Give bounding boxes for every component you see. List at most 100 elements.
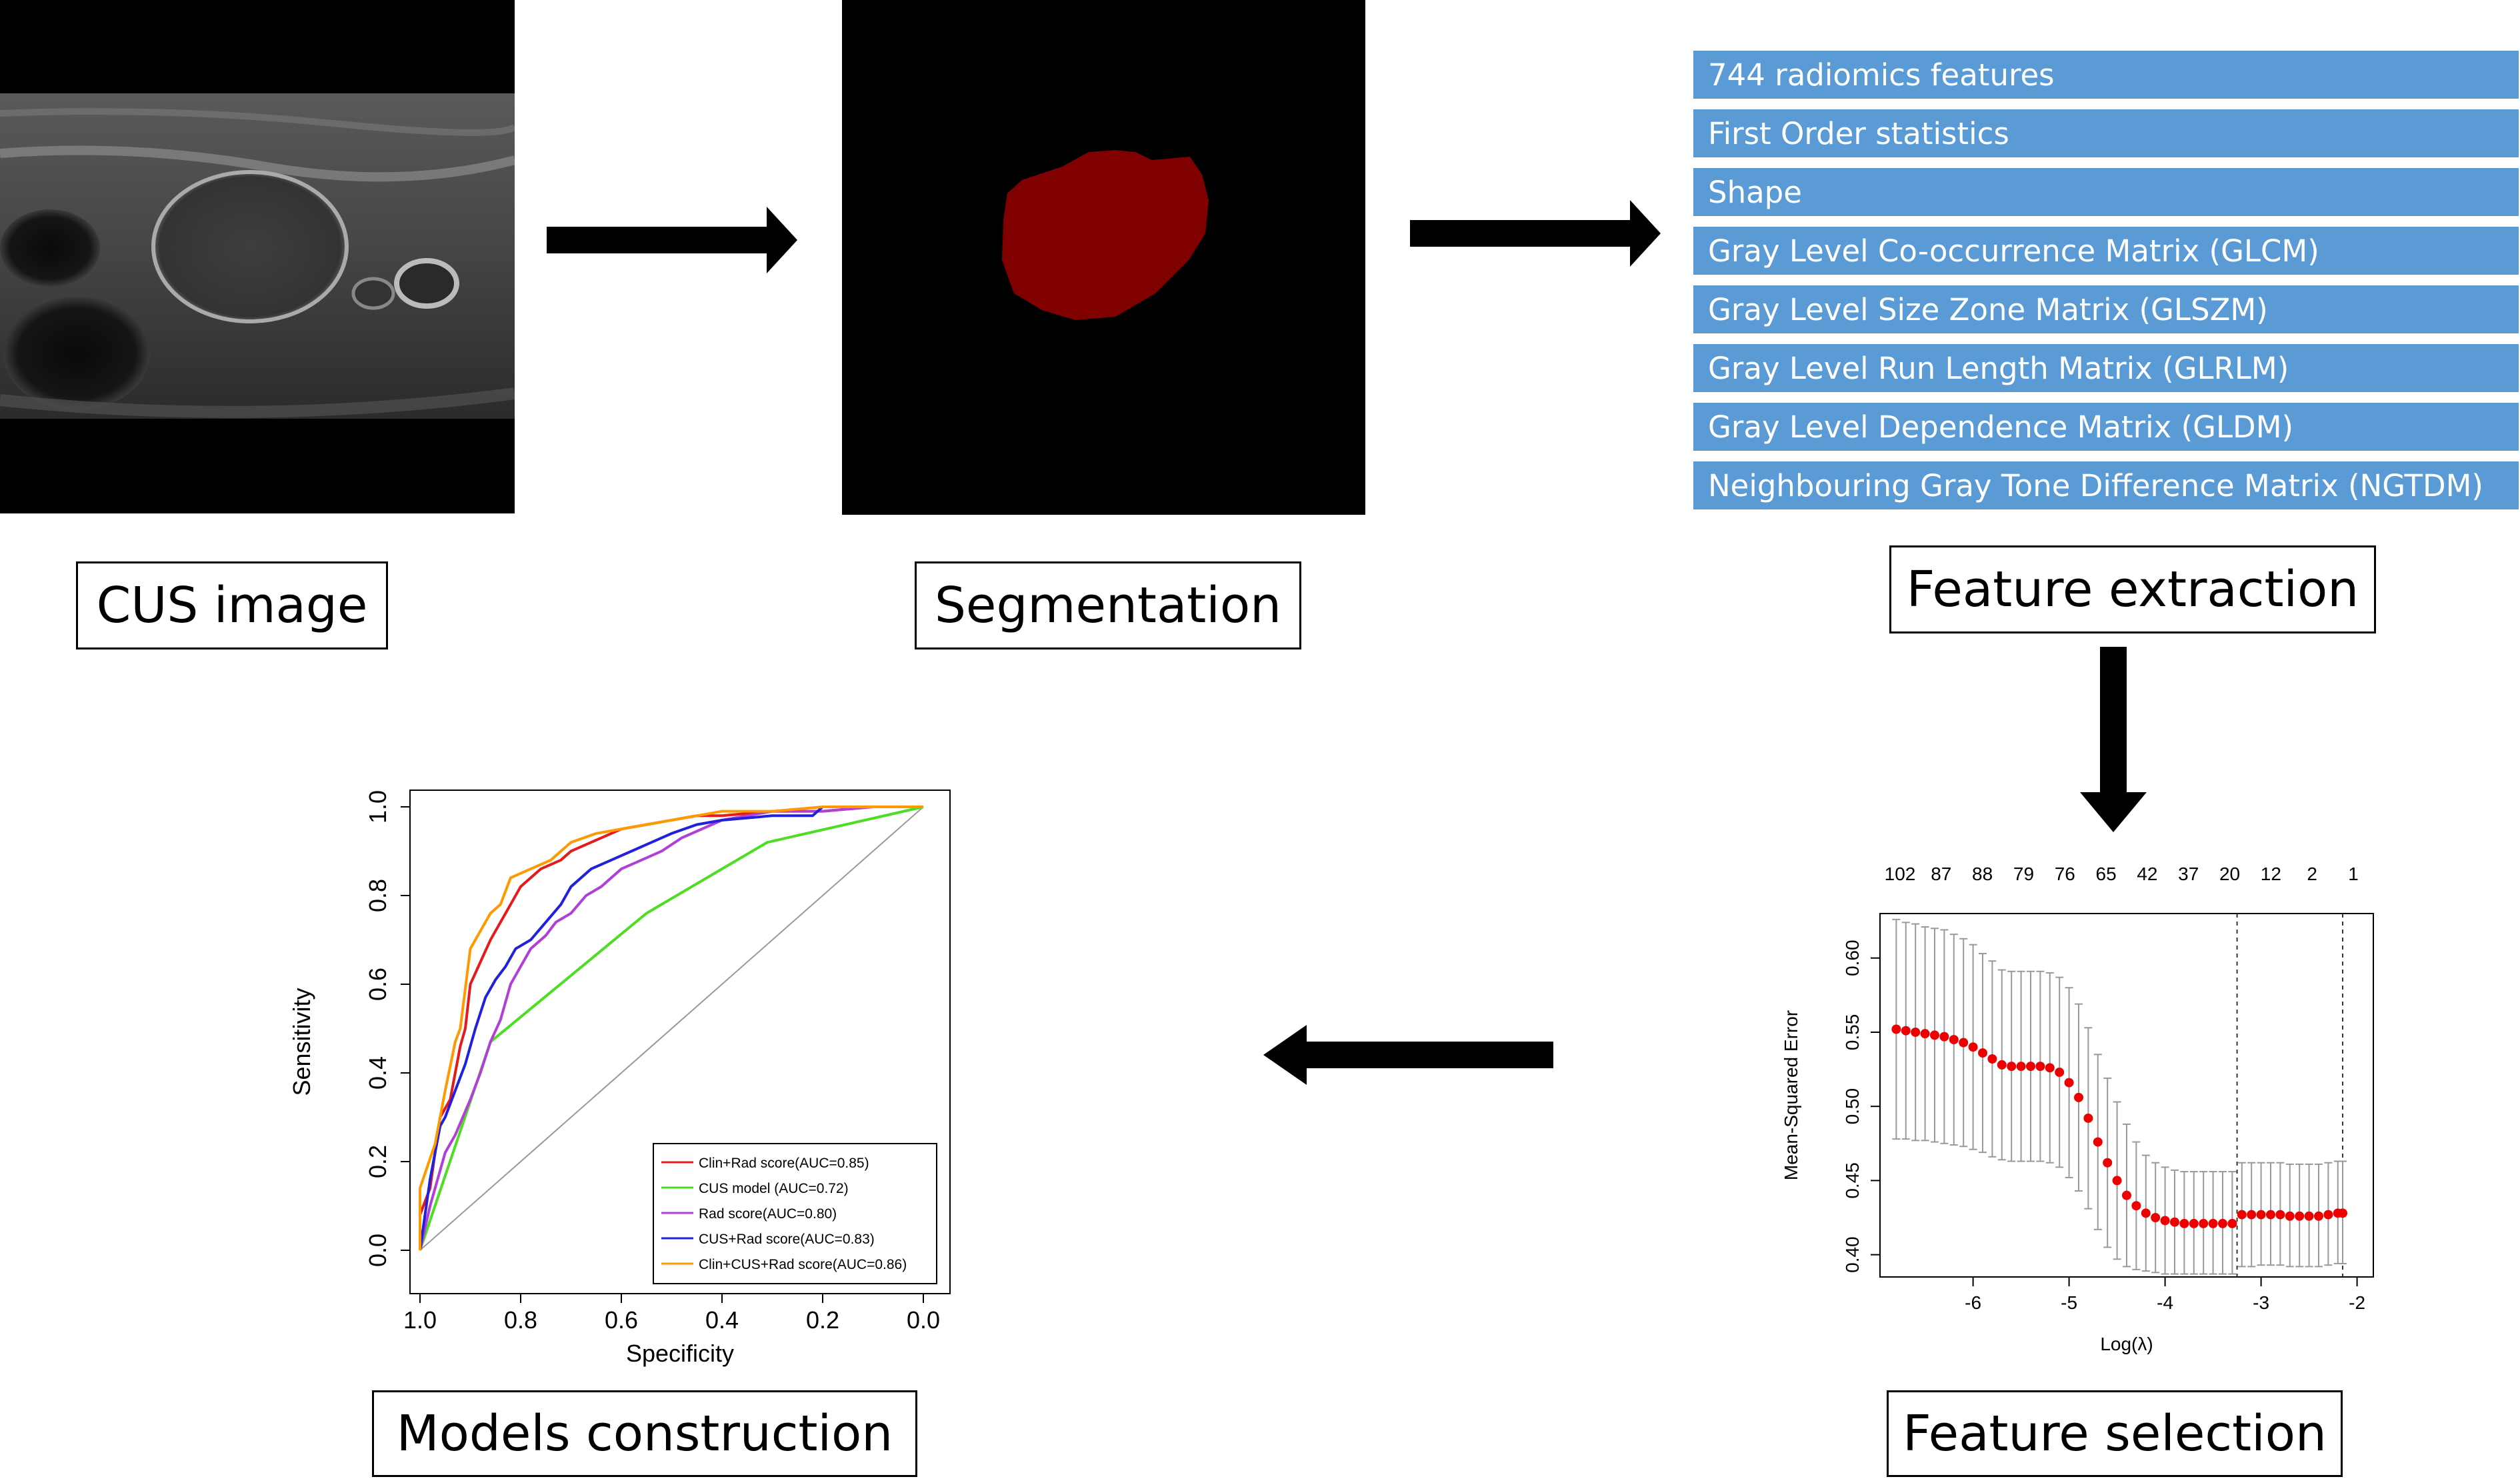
x-tick-label: 0.8 (504, 1306, 537, 1334)
mse-point (2170, 1217, 2179, 1227)
x-tick-label: 0.4 (705, 1306, 739, 1334)
mse-point (2189, 1218, 2199, 1228)
y-axis-label: Sensitivity (288, 988, 315, 1096)
y-tick-label: 0.50 (1842, 1088, 1863, 1125)
mse-point (2141, 1208, 2151, 1218)
top-axis-label: 20 (2219, 864, 2240, 884)
ultrasound-image (0, 0, 517, 513)
reference-line (419, 806, 924, 1251)
mse-point (2007, 1062, 2017, 1072)
x-tick-label: 0.0 (907, 1306, 940, 1334)
mse-point (2314, 1211, 2323, 1221)
roc-curve (419, 806, 924, 1251)
mse-point (2093, 1137, 2103, 1147)
y-axis-label: Mean-Squared Error (1781, 1010, 1801, 1180)
mse-point (2035, 1062, 2045, 1072)
mse-point (2295, 1211, 2305, 1221)
y-tick-label: 0.40 (1842, 1236, 1863, 1273)
mse-point (2237, 1210, 2247, 1220)
stage-label-models-construction: Models construction (372, 1390, 917, 1477)
y-tick-label: 0.2 (364, 1145, 391, 1178)
mse-point (2218, 1218, 2227, 1228)
feature-item: Gray Level Size Zone Matrix (GLSZM) (1693, 285, 2519, 333)
stage-label-feature-extraction: Feature extraction (1889, 545, 2376, 633)
mse-point (1959, 1038, 1969, 1048)
legend-box (653, 1143, 937, 1284)
mse-point (2338, 1208, 2347, 1218)
x-tick-label: -6 (1965, 1292, 1981, 1313)
x-tick-label: 0.6 (605, 1306, 638, 1334)
segmentation-mask-image (842, 0, 1365, 515)
mse-point (1997, 1060, 2007, 1070)
stage-label-feature-selection: Feature selection (1887, 1390, 2343, 1477)
feature-item: Gray Level Co-occurrence Matrix (GLCM) (1693, 227, 2519, 275)
mse-point (2256, 1210, 2266, 1220)
mse-point (2179, 1218, 2189, 1228)
y-tick-label: 0.4 (364, 1056, 391, 1090)
top-axis-label: 88 (1972, 864, 1993, 884)
top-axis-label: 102 (1885, 864, 1916, 884)
y-tick-label: 0.0 (364, 1234, 391, 1267)
mse-point (1949, 1035, 1959, 1045)
legend-label: CUS+Rad score(AUC=0.83) (699, 1232, 875, 1247)
mse-point (2055, 1068, 2065, 1078)
top-axis-label: 79 (2013, 864, 2034, 884)
arrow-right-1 (547, 207, 797, 273)
mse-point (2045, 1063, 2055, 1073)
mse-point (2151, 1213, 2161, 1223)
mse-point (1930, 1030, 1939, 1040)
legend-label: Clin+CUS+Rad score(AUC=0.86) (699, 1257, 907, 1272)
mse-point (2074, 1092, 2083, 1102)
mse-point (2112, 1176, 2122, 1186)
mse-point (2275, 1210, 2285, 1220)
mse-point (2122, 1190, 2131, 1200)
mse-point (2323, 1210, 2333, 1220)
mse-point (2285, 1211, 2295, 1221)
top-axis-label: 76 (2055, 864, 2075, 884)
mse-point (2160, 1216, 2170, 1226)
mse-point (2083, 1113, 2093, 1123)
mse-point (2208, 1218, 2218, 1228)
legend-label: Rad score(AUC=0.80) (699, 1206, 837, 1222)
x-axis-label: Log(λ) (2100, 1334, 2153, 1354)
feature-item: First Order statistics (1693, 109, 2519, 157)
mse-point (2199, 1218, 2209, 1228)
y-tick-label: 0.45 (1842, 1162, 1863, 1199)
mse-point (2266, 1210, 2275, 1220)
y-tick-label: 1.0 (364, 790, 391, 824)
mse-point (1987, 1054, 1997, 1064)
x-tick-label: 1.0 (403, 1306, 437, 1334)
feature-item: Neighbouring Gray Tone Difference Matrix… (1693, 461, 2519, 509)
x-tick-label: -3 (2253, 1292, 2269, 1313)
stage-label-cus-image: CUS image (76, 561, 388, 649)
top-axis-label: 1 (2348, 864, 2359, 884)
top-axis-label: 12 (2261, 864, 2281, 884)
legend-label: CUS model (AUC=0.72) (699, 1181, 849, 1196)
arrow-right-2 (1410, 200, 1661, 267)
x-axis-label: Specificity (626, 1340, 734, 1367)
x-tick-label: -4 (2157, 1292, 2173, 1313)
mse-point (1968, 1042, 1978, 1052)
tumor-mask (1002, 150, 1209, 320)
mse-point (1939, 1032, 1949, 1042)
mse-point (1911, 1027, 1921, 1037)
mse-point (2304, 1211, 2314, 1221)
mse-point (1920, 1029, 1930, 1039)
mse-point (2064, 1078, 2074, 1088)
top-axis-label: 87 (1931, 864, 1951, 884)
plot-frame (1879, 913, 2374, 1278)
feature-item: Gray Level Dependence Matrix (GLDM) (1693, 403, 2519, 451)
feature-item: Shape (1693, 168, 2519, 216)
legend-label: Clin+Rad score(AUC=0.85) (699, 1156, 869, 1171)
arrow-down (2080, 647, 2147, 832)
roc-curve (419, 806, 923, 1250)
x-tick-label: -5 (2061, 1292, 2077, 1313)
x-tick-label: 0.2 (806, 1306, 839, 1334)
y-tick-label: 0.8 (364, 879, 391, 912)
arrow-left (1263, 1025, 1553, 1085)
mse-point (2131, 1201, 2141, 1211)
feature-list: 744 radiomics features First Order stati… (1693, 51, 2519, 520)
y-tick-label: 0.60 (1842, 940, 1863, 976)
